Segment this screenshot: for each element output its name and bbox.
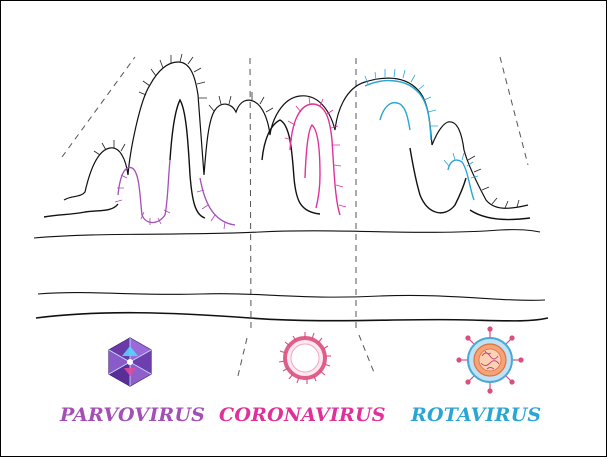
rotavirus-villus xyxy=(365,81,474,200)
muscularis-line xyxy=(36,313,548,321)
parvovirus-label: PARVOVIRUS xyxy=(60,404,205,426)
mucosa-base-line xyxy=(34,230,540,238)
parvovirus-villus xyxy=(118,160,235,225)
rotavirus-icon xyxy=(457,327,523,393)
lumen-right xyxy=(470,210,530,220)
intestinal-wall-layers xyxy=(34,230,548,321)
villi-outer-border xyxy=(64,62,528,208)
dashed-line-left xyxy=(62,57,135,157)
dashed-line-center-left-lower xyxy=(237,338,247,380)
dashed-line-right xyxy=(500,57,528,165)
dashed-line-center-left xyxy=(250,58,251,330)
coronavirus-icon xyxy=(279,332,331,384)
dashed-guides xyxy=(62,57,528,380)
lumen-left xyxy=(44,204,118,217)
coronavirus-label: CORONAVIRUS xyxy=(219,404,386,426)
parvovirus-brush-ticks xyxy=(115,175,225,229)
rotavirus-label: ROTAVIRUS xyxy=(411,404,541,426)
parvovirus-icon xyxy=(109,338,151,386)
villus-outline-main xyxy=(64,62,528,208)
brush-border-ticks xyxy=(94,54,519,208)
submucosa-line xyxy=(38,293,545,301)
coronavirus-brush-ticks xyxy=(285,97,346,207)
lumen-villus-5 xyxy=(410,148,466,213)
dashed-line-center-right-lower xyxy=(359,335,375,375)
